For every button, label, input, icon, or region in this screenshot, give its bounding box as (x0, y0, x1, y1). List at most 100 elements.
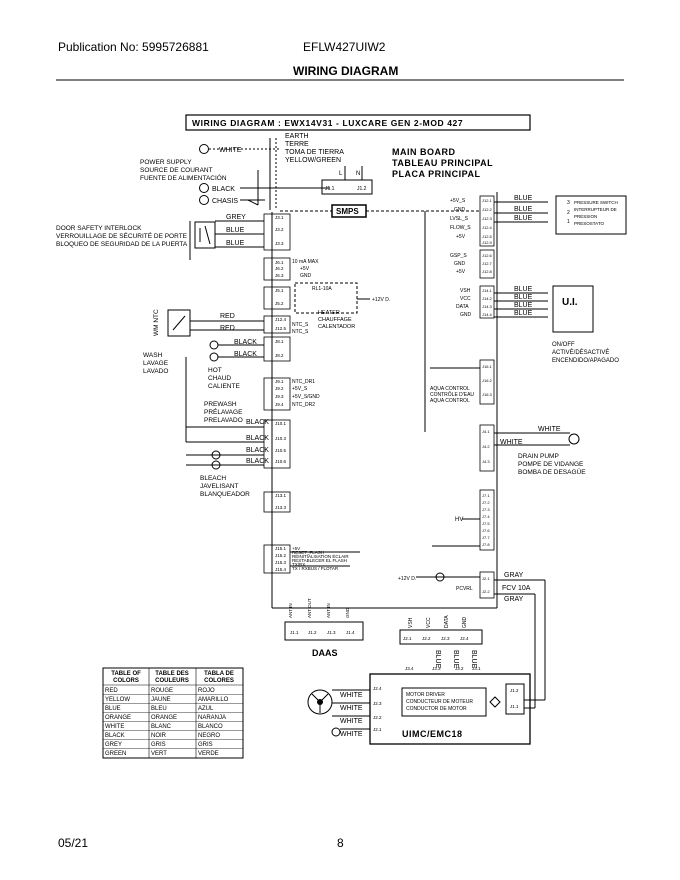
svg-text:RESTABLECER EL FLASH: RESTABLECER EL FLASH (292, 558, 347, 563)
color-table-cell: ORANGE (105, 715, 131, 721)
svg-text:J1.2: J1.2 (510, 688, 519, 693)
aqua-control-label: AQUA CONTROL CONTRÔLE D'EAU AQUA CONTROL (430, 386, 474, 404)
svg-text:ENCENDIDO/APAGADO: ENCENDIDO/APAGADO (552, 358, 619, 364)
svg-text:BLUE: BLUE (514, 310, 533, 317)
svg-text:CONDUCTEUR DE MOTEUR: CONDUCTEUR DE MOTEUR (406, 699, 473, 705)
pressure-pins: 3 2 1 (567, 200, 570, 225)
svg-text:TABLA DE: TABLA DE (204, 671, 234, 677)
svg-text:ANT IN: ANT IN (326, 603, 331, 618)
color-table-cell: RED (105, 688, 118, 694)
svg-text:J15.3: J15.3 (275, 560, 287, 565)
svg-text:WHITE: WHITE (340, 731, 363, 738)
svg-text:J10.1: J10.1 (275, 421, 287, 426)
svg-text:BLACK: BLACK (212, 186, 235, 193)
uimc-top-pins: J2.1 J2.2 J2.3 J2.4 (403, 636, 469, 641)
bleach-label: BLEACH JAVELISANT BLANQUEADOR (200, 475, 250, 498)
svg-text:WHITE: WHITE (340, 718, 363, 725)
svg-text:J12.1: J12.1 (482, 198, 493, 203)
footer-date: 05/21 (58, 836, 89, 850)
svg-text:+5V_S: +5V_S (292, 386, 308, 392)
svg-text:J8.1: J8.1 (275, 339, 284, 344)
svg-text:BLUE: BLUE (514, 206, 533, 213)
svg-text:J3.2: J3.2 (275, 227, 284, 232)
svg-text:J12.3: J12.3 (482, 216, 493, 221)
svg-text:J9.1: J9.1 (275, 379, 284, 384)
svg-text:GND: GND (454, 261, 466, 267)
svg-text:BLOQUEO DE SEGURIDAD DE LA PUE: BLOQUEO DE SEGURIDAD DE LA PUERTA (56, 241, 188, 248)
right-pin-labels: J12.1 J12.2 J12.3 J12.4 J12.5 J12.6 J12.… (482, 198, 493, 594)
svg-text:VCC: VCC (460, 296, 471, 302)
prewash-label: PREWASH PRÉLAVAGE PRELAVADO (204, 401, 243, 424)
svg-text:J15.2: J15.2 (275, 553, 287, 558)
ui-box (552, 285, 594, 333)
svg-text:INTERRUPTEUR DE: INTERRUPTEUR DE (574, 207, 617, 212)
svg-text:BLUE: BLUE (226, 227, 245, 234)
svg-text:HEATER: HEATER (318, 310, 340, 316)
svg-text:DRAIN PUMP: DRAIN PUMP (518, 453, 559, 460)
svg-text:SOURCE DE COURANT: SOURCE DE COURANT (140, 167, 213, 174)
svg-text:VSH: VSH (408, 617, 414, 628)
svg-text:RED: RED (220, 325, 235, 332)
svg-text:NTC_S: NTC_S (292, 322, 309, 328)
svg-text:J12.5: J12.5 (482, 234, 493, 239)
drain-wire-labels: WHITE WHITE (500, 426, 561, 446)
svg-text:LAVAGE: LAVAGE (143, 360, 169, 367)
svg-text:CHAUD: CHAUD (208, 375, 231, 382)
svg-text:+5V: +5V (456, 269, 466, 275)
svg-text:J4.3: J4.3 (482, 459, 490, 464)
svg-text:HV: HV (455, 517, 463, 523)
fcv-label: FCV 10A (502, 585, 531, 592)
svg-text:BOMBA DE DESAGÜE: BOMBA DE DESAGÜE (518, 468, 586, 476)
fcv-wire-labels: GRAY GRAY (504, 572, 524, 603)
wash-wire-labels: BLACK BLACK (234, 339, 257, 358)
svg-text:GREY: GREY (226, 214, 246, 221)
svg-text:CHASIS: CHASIS (212, 198, 238, 205)
ntc-dr-signals: NTC_DR1 +5V_S +5V_S/GND NTC_DR2 (292, 379, 320, 408)
svg-text:GRAY: GRAY (504, 596, 524, 603)
wm-ntc-label: WM NTC (153, 309, 160, 336)
diagram-title: WIRING DIAGRAM : EWX14V31 - LUXCARE GEN … (192, 118, 463, 128)
motor-symbol (307, 689, 333, 715)
svg-text:NTC_S: NTC_S (292, 329, 309, 335)
model-number: EFLW427UIW2 (303, 40, 386, 54)
right-connector-blocks (479, 195, 495, 599)
earth-label: EARTH TERRE TOMA DE TIERRA YELLOW/GREEN (285, 133, 344, 164)
svg-text:DOOR SAFETY INTERLOCK: DOOR SAFETY INTERLOCK (56, 225, 142, 232)
right-signal-labels: +5V_S GND LVSL_S FLOW_S +5V GSP_S GND +5… (450, 198, 472, 318)
svg-text:EARTH: EARTH (285, 133, 309, 140)
svg-text:HOT: HOT (208, 367, 222, 374)
daas-label: DAAS (312, 648, 338, 658)
svg-text:J7.7: J7.7 (482, 535, 490, 540)
svg-text:BLUE: BLUE (514, 302, 533, 309)
svg-text:TABLE OF: TABLE OF (111, 671, 141, 677)
svg-text:J16.1: J16.1 (482, 364, 493, 369)
svg-text:WHITE: WHITE (340, 692, 363, 699)
svg-text:J2.2: J2.2 (373, 715, 382, 720)
svg-text:J6.3: J6.3 (275, 273, 284, 278)
svg-text:VSH: VSH (460, 288, 471, 294)
wash-label: WASH LAVAGE LAVADO (143, 352, 169, 375)
svg-text:+5V_S: +5V_S (450, 198, 466, 204)
svg-text:+5V_S/GND: +5V_S/GND (292, 394, 320, 400)
svg-text:J7.3: J7.3 (482, 507, 490, 512)
svg-text:TOMA DE TIERRA: TOMA DE TIERRA (285, 149, 344, 156)
svg-text:J1.1: J1.1 (290, 630, 299, 635)
power-supply-label: POWER SUPPLY SOURCE DE COURANT FUENTE DE… (140, 159, 227, 182)
svg-text:+5V: +5V (292, 546, 300, 551)
svg-text:JAVELISANT: JAVELISANT (200, 483, 239, 490)
svg-text:J7.8: J7.8 (482, 542, 490, 547)
hot-label: HOT CHAUD CALIENTE (208, 367, 240, 390)
ui-label: U.I. (562, 297, 578, 308)
color-table-cell: VERDE (198, 751, 219, 757)
svg-text:ANT IN: ANT IN (288, 603, 293, 618)
j6-signals: 10 mA MAX +5V GND (292, 259, 319, 279)
svg-text:COULEURS: COULEURS (155, 678, 189, 684)
svg-text:J3.1: J3.1 (472, 666, 481, 671)
svg-text:J2.1: J2.1 (403, 636, 412, 641)
svg-text:DATA: DATA (456, 304, 469, 310)
color-table-cell: ORANGE (151, 715, 177, 721)
color-table: TABLE OF COLORS TABLE DES COULEURS TABLA… (102, 667, 244, 759)
svg-text:BLUE: BLUE (514, 294, 533, 301)
svg-text:POWER SUPPLY: POWER SUPPLY (140, 159, 192, 166)
svg-text:J10.5: J10.5 (275, 448, 287, 453)
